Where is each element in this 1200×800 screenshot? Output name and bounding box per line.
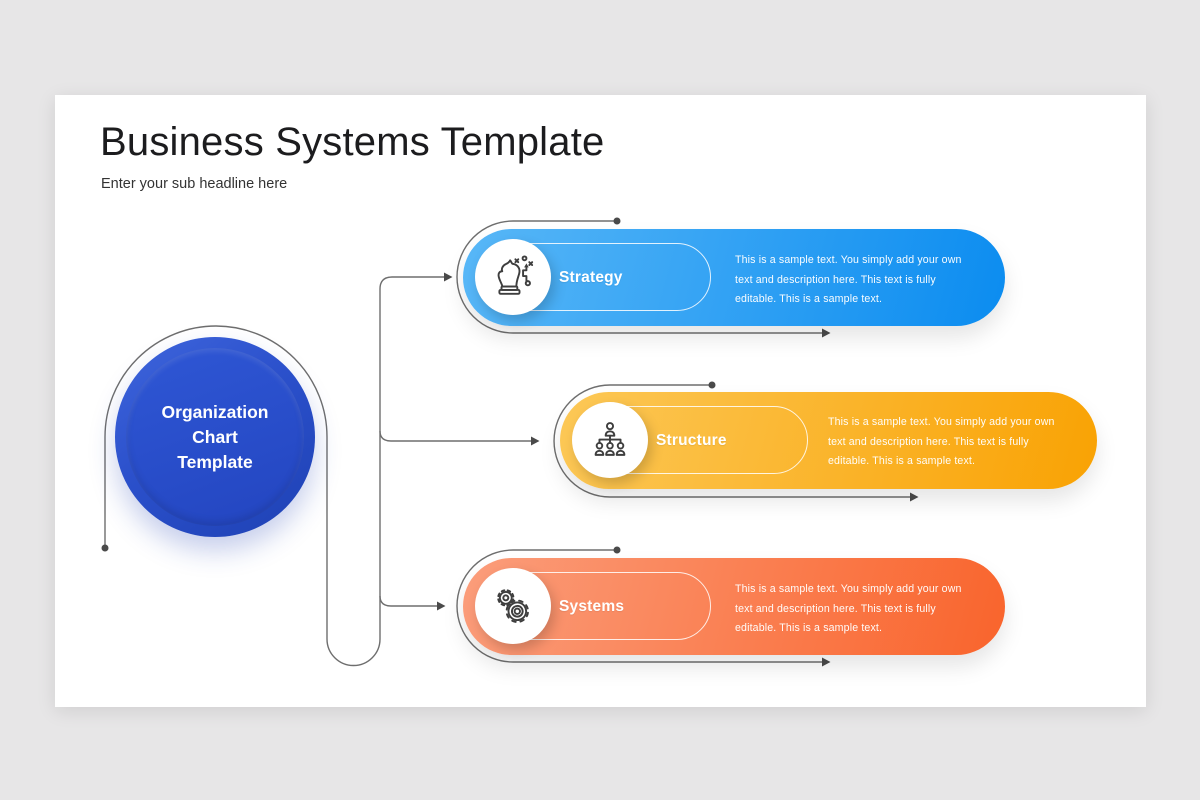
branch-structure xyxy=(379,430,531,442)
systems-icon-circle xyxy=(475,568,551,644)
strategy-label: Strategy xyxy=(559,268,623,286)
systems-outline-dot xyxy=(613,546,621,554)
strategy-icon-circle xyxy=(475,239,551,315)
page-title: Business Systems Template xyxy=(100,120,605,164)
structure-desc-line3: editable. This is a sample text. xyxy=(828,455,976,467)
systems-pill: Systems This is a sample text. You simpl… xyxy=(463,558,1005,655)
structure-icon-circle xyxy=(572,402,648,478)
structure-outline-dot xyxy=(708,381,716,389)
systems-desc-line3: editable. This is a sample text. xyxy=(735,622,883,634)
structure-outline xyxy=(553,384,910,498)
page-subtitle: Enter your sub headline here xyxy=(101,176,288,192)
structure-outline-arrow xyxy=(910,492,919,502)
center-node-label: Organization Chart Template xyxy=(162,400,269,475)
structure-label: Structure xyxy=(656,431,727,449)
arrow-to-strategy xyxy=(444,272,453,282)
gears-icon xyxy=(497,589,530,623)
structure-desc-line1: This is a sample text. You simply add yo… xyxy=(828,416,1055,428)
strategy-desc-line3: editable. This is a sample text. xyxy=(735,293,883,305)
center-node-line2: Chart xyxy=(192,426,238,447)
strategy-outline-dot xyxy=(613,217,621,225)
structure-description: This is a sample text. You simply add yo… xyxy=(828,413,1096,472)
center-node-line3: Template xyxy=(177,451,253,472)
trunk-line xyxy=(104,276,444,667)
systems-description: This is a sample text. You simply add yo… xyxy=(735,580,1003,639)
structure-desc-line2: text and description here. This text is … xyxy=(828,435,1029,448)
chess-knight-strategy-icon xyxy=(497,255,534,295)
systems-outline xyxy=(456,549,822,663)
center-node-inner-circle xyxy=(126,348,304,526)
strategy-desc-line2: text and description here. This text is … xyxy=(735,273,936,286)
strategy-description: This is a sample text. You simply add yo… xyxy=(735,251,1003,310)
systems-outline-arrow xyxy=(822,657,831,667)
center-node-organization-chart: Organization Chart Template xyxy=(115,337,315,537)
branch-systems xyxy=(379,595,437,607)
systems-label: Systems xyxy=(559,597,625,615)
arrow-to-structure xyxy=(531,436,540,446)
strategy-desc-line1: This is a sample text. You simply add yo… xyxy=(735,254,962,266)
systems-desc-line2: text and description here. This text is … xyxy=(735,602,936,615)
center-node-line1: Organization xyxy=(161,401,269,422)
start-dot xyxy=(101,544,109,552)
strategy-outline xyxy=(456,220,822,334)
structure-pill: Structure This is a sample text. You sim… xyxy=(560,392,1097,489)
strategy-pill: Strategy This is a sample text. You simp… xyxy=(463,229,1005,326)
arrow-to-systems xyxy=(437,601,446,611)
org-chart-hierarchy-icon xyxy=(594,422,626,456)
strategy-outline-arrow xyxy=(822,328,831,338)
systems-desc-line1: This is a sample text. You simply add yo… xyxy=(735,583,962,595)
